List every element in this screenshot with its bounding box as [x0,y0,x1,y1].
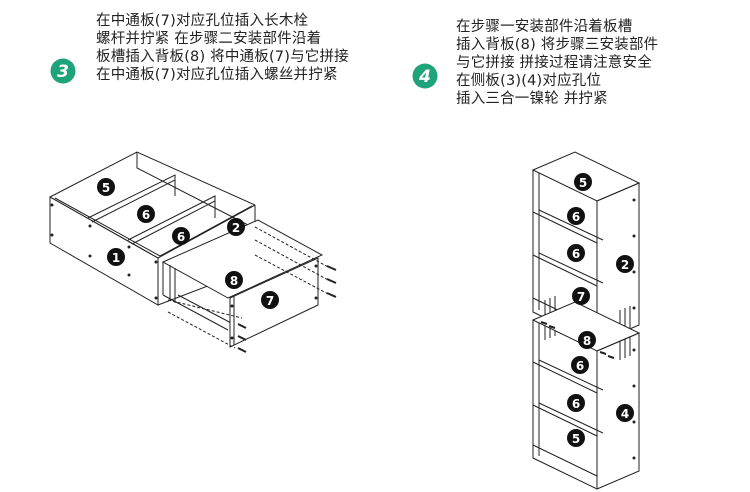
svg-text:4: 4 [418,67,431,87]
step-3-line: 在中通板(7)对应孔位插入长木栓 [96,13,309,29]
step-3-guide-lines [167,226,331,349]
svg-text:2: 2 [621,258,629,272]
step-3-badge: 3 [50,58,76,84]
step-4-line: 在步骤一安装部件沿着板槽 [456,19,633,35]
step-3-instructions: 在中通板(7)对应孔位插入长木栓 螺杆并拧紧 在步骤二安装部件沿着 板槽插入背板… [96,12,349,84]
step-3-line: 在中通板(7)对应孔位插入螺丝并拧紧 [96,67,338,83]
part-label: 2 [616,255,634,273]
part-label: 2 [227,218,245,236]
part-label: 5 [574,173,592,191]
part-label: 5 [567,429,585,447]
step-4-line: 在侧板(3)(4)对应孔位 [456,73,602,89]
svg-text:2: 2 [232,221,240,235]
svg-text:5: 5 [102,181,110,195]
svg-text:1: 1 [112,251,120,265]
part-label: 7 [572,287,590,305]
part-label: 6 [567,394,585,412]
part-label: 6 [567,244,585,262]
part-label: 6 [172,227,190,245]
part-label: 8 [578,331,596,349]
step-4-line: 插入三合一镍轮 并拧紧 [456,91,608,107]
part-label: 4 [616,404,634,422]
part-label: 6 [571,356,589,374]
svg-text:6: 6 [572,247,580,261]
svg-text:7: 7 [577,290,585,304]
step-4-line: 与它拼接 拼接过程请注意安全 [456,55,652,71]
svg-text:5: 5 [579,176,587,190]
part-label: 1 [107,248,125,266]
svg-text:6: 6 [576,359,584,373]
svg-text:8: 8 [230,274,238,288]
cabinet-body [49,151,256,306]
svg-text:5: 5 [572,432,580,446]
step-3-line: 螺杆并拧紧 在步骤二安装部件沿着 [96,31,322,47]
step-4-instructions: 在步骤一安装部件沿着板槽 插入背板(8) 将步骤三安装部件 与它拼接 拼接过程请… [456,18,658,108]
svg-text:4: 4 [621,407,629,421]
step-4-badge: 4 [412,63,438,89]
part-label: 6 [567,207,585,225]
part-label: 8 [225,271,243,289]
svg-text:6: 6 [142,208,150,222]
svg-text:6: 6 [572,397,580,411]
step-4-line: 插入背板(8) 将步骤三安装部件 [456,37,659,53]
svg-text:6: 6 [177,230,185,244]
part-label: 5 [97,178,115,196]
part-label: 6 [137,205,155,223]
lower-unit [531,301,641,490]
svg-text:7: 7 [266,294,274,308]
back-panel-8 [161,219,324,331]
svg-text:3: 3 [57,62,69,82]
screws [540,321,615,359]
svg-text:8: 8 [583,334,591,348]
screws [237,265,337,353]
step-3-line: 板槽插入背板(8) 将中通板(7)与它拼接 [96,49,349,65]
part-label: 7 [261,291,279,309]
svg-text:6: 6 [572,210,580,224]
